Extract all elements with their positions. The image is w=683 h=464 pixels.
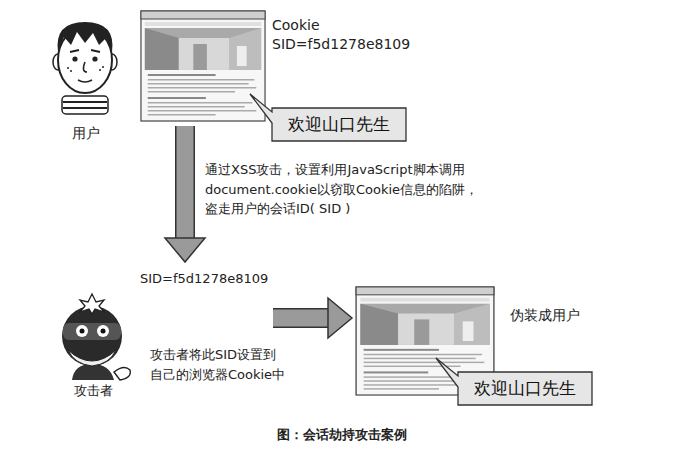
bubble-outline: [436, 358, 592, 405]
hand: [114, 367, 130, 380]
freckle: [67, 67, 69, 69]
figure-label: 攻击者: [53, 382, 133, 400]
hair: [58, 22, 113, 52]
body: [72, 364, 114, 380]
arrow-outline: [273, 308, 328, 328]
shirt-stripe: [63, 107, 107, 109]
speech-bubble: 欢迎山口先生: [458, 372, 592, 405]
speech-bubble: 欢迎山口先生: [272, 108, 406, 141]
pompom: [80, 294, 104, 314]
eyebrow: [91, 50, 100, 52]
attacker-figure: [62, 294, 130, 380]
edge-label: 攻击者将此SID设置到 自己的浏览器Cookie中: [150, 345, 340, 384]
browser-window: [141, 11, 265, 121]
bubble-text: 欢迎山口先生: [458, 372, 592, 404]
figure-caption: 图：会话劫持攻击案例: [0, 426, 683, 444]
mask: [63, 323, 121, 340]
eye: [72, 56, 77, 61]
freckle: [99, 69, 101, 71]
user-figure: [53, 22, 117, 114]
shirt: [62, 96, 108, 114]
pupil: [101, 329, 106, 334]
eyebrow: [70, 50, 79, 52]
nose: [83, 62, 87, 72]
freckle: [102, 66, 104, 68]
figure-label: 用户: [40, 124, 132, 143]
arrow-head: [328, 298, 352, 338]
eye: [97, 325, 109, 337]
eye: [76, 325, 88, 337]
edge-label: 通过XSS攻击，设置利用JavaScript脚本调用 document.cook…: [205, 160, 535, 219]
figure-node: 用户: [40, 10, 136, 152]
bubble-outline: [250, 94, 406, 141]
thick-arrow: [165, 126, 205, 262]
shirt-stripe: [63, 101, 107, 103]
mouth: [78, 80, 92, 82]
face: [68, 350, 116, 366]
info-text: 伪装成用户: [510, 306, 580, 325]
arrow-shaft: [177, 126, 194, 238]
eye: [92, 56, 97, 61]
arrow-shaft: [273, 310, 328, 327]
freckle: [70, 70, 72, 72]
pupil: [80, 329, 85, 334]
arrow-head: [165, 238, 205, 262]
arrow-outline: [175, 126, 195, 238]
info-text: Cookie SID=f5d1278e8109: [272, 16, 422, 54]
info-text: SID=f5d1278e8109: [140, 270, 268, 288]
bubble-text: 欢迎山口先生: [272, 108, 406, 140]
thick-arrow: [273, 298, 352, 338]
